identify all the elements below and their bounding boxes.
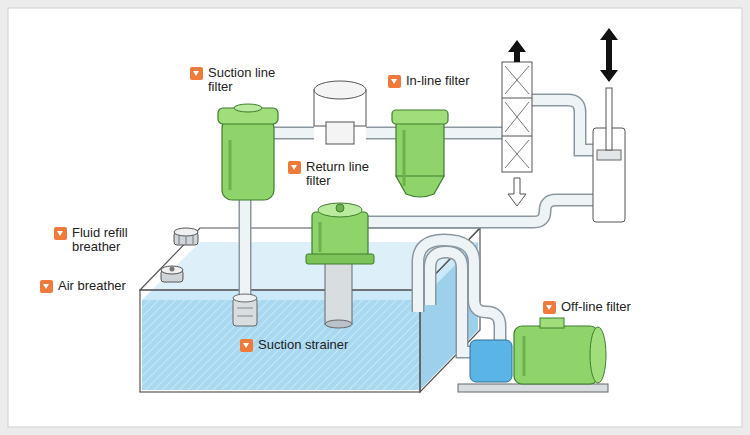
pipe [240,200,250,305]
part-label: In-line filter [406,74,470,88]
callout-label: Suction line filter [190,66,293,94]
pipe [274,128,314,138]
valve-symbol [505,140,529,168]
valve-symbol [505,140,529,168]
callout-label: Return line filter [288,160,391,188]
part-label: Fluid refill breather [72,226,157,254]
filter-highlight [229,140,232,190]
valve-section [502,136,532,137]
filter-highlight [523,336,526,376]
valve-section [502,98,532,99]
callout-marker [288,161,301,174]
pump-block [326,122,354,144]
breather-slot [193,236,194,244]
air-breather [170,267,175,272]
valve-symbol [505,102,529,132]
filter-head [392,110,448,124]
callout-marker [190,67,203,80]
pipe-group [245,100,593,352]
canvas-ground [8,8,742,427]
return-line-filter [312,212,368,260]
pipe [532,100,593,150]
pipe [430,252,472,352]
breather-slot [186,237,187,245]
callout-marker [543,301,556,314]
callout-marker [40,280,53,293]
breather-slot [179,236,180,244]
valve-symbol [505,102,529,132]
part-label: Air breather [58,279,126,293]
pipe [274,127,314,140]
pipe [368,200,593,222]
filter-cap [336,204,344,212]
off-line-filter [590,327,606,383]
part-label: Return line filter [306,160,391,188]
filter-cap [318,203,362,217]
pump-body [314,81,366,99]
off-line-filter [514,326,598,384]
fluid-refill-breather [174,228,198,236]
strainer-mesh [237,316,253,317]
callout-label: Off-line filter [543,300,631,314]
callout-marker [388,75,401,88]
pipe [444,128,502,138]
cylinder-rod [606,88,612,150]
cylinder-double-arrow [600,28,618,82]
pipe [444,127,502,140]
valve-symbol [505,66,529,94]
fluid-body [142,300,420,390]
filter-highlight [319,222,322,252]
suction-strainer [233,294,257,302]
pipe [532,100,593,150]
strainer-mesh [237,308,253,309]
pipe [239,200,252,305]
cylinder-piston [597,150,621,160]
pipe [366,128,396,138]
callout-label: In-line filter [388,74,470,88]
off-line-pump [470,340,512,382]
pipe [418,240,500,340]
filter-cap [234,104,262,112]
filter-highlight [403,130,406,186]
return-diffuser [325,262,352,324]
off-line-filter-box [540,318,564,328]
valve-arrow-up [508,40,526,62]
callout-marker [54,227,67,240]
pipe [430,252,472,352]
tank-front [140,290,420,392]
callout-label: Fluid refill breather [54,226,157,254]
suction-line-filter [222,118,274,200]
callout-label: Suction strainer [240,338,348,352]
pipe [366,127,396,140]
air-breather [161,266,183,274]
valve-symbol [505,66,529,94]
pipe [368,200,593,222]
valve-arrow-down [508,178,526,206]
part-label: Suction strainer [258,338,348,352]
callout-marker [240,339,253,352]
part-label: Off-line filter [561,300,631,314]
pipe [418,240,500,340]
callout-label: Air breather [40,279,126,293]
unit-base [458,384,608,392]
filter-flange [306,254,374,264]
return-diffuser [325,320,352,328]
part-label: Suction line filter [208,66,293,94]
directional-valve [502,62,532,172]
